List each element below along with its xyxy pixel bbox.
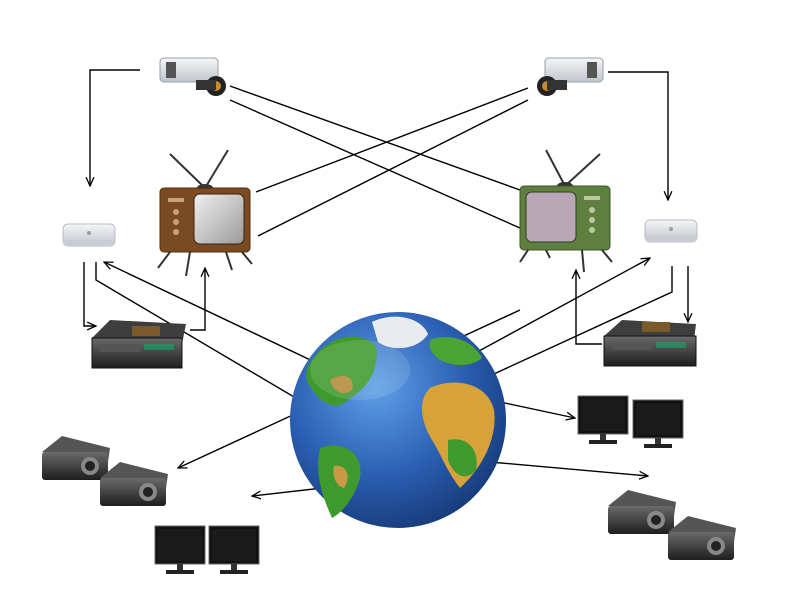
recorder-right (603, 320, 697, 367)
link-globe-to-projectors-right (489, 461, 648, 476)
projector-icon (608, 490, 676, 534)
link-globe-to-monitors-right (499, 401, 575, 418)
mini-pc-left (62, 223, 116, 247)
tv-right (519, 149, 613, 273)
link-camera-right-to-pc-right (608, 71, 668, 200)
link-camera-right-to-tv-left-a (255, 87, 529, 193)
monitor-icon (208, 525, 260, 574)
projector-icon (100, 462, 168, 506)
projectors-right (608, 490, 736, 560)
link-pc-left-to-recorder-left (83, 262, 96, 326)
camera-left (159, 57, 226, 96)
tv-left (157, 149, 253, 277)
monitors-left (154, 525, 260, 574)
link-camera-left-to-tv-right-b (229, 99, 521, 229)
mini-pc-right (644, 219, 698, 243)
monitor-icon (577, 395, 629, 444)
link-camera-right-to-tv-left-b (257, 99, 529, 237)
monitor-icon (154, 525, 206, 574)
link-camera-left-to-tv-right-a (229, 85, 521, 191)
monitors-right (577, 395, 684, 448)
monitor-icon (632, 399, 684, 448)
link-recorder-right-to-tv-right (576, 270, 602, 345)
camera-right (537, 57, 604, 96)
globe-icon (290, 312, 506, 528)
projector-icon (668, 516, 736, 560)
link-recorder-left-to-tv-left (190, 268, 205, 331)
projectors-left (42, 436, 168, 506)
link-camera-left-to-pc-left (90, 69, 140, 186)
recorder-left (91, 320, 186, 369)
projector-icon (42, 436, 110, 480)
